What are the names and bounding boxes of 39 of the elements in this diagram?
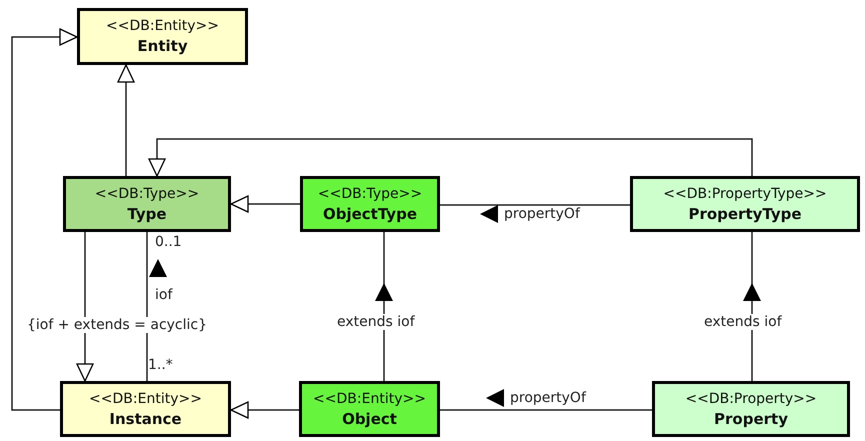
generalization-arrow: [148, 138, 753, 177]
generalization-arrow: [117, 64, 135, 176]
stereotype: <<DB:PropertyType>>: [663, 184, 827, 204]
class-name: Object: [342, 408, 397, 428]
association-arrow: [743, 232, 761, 381]
generalization-arrow: [76, 232, 94, 382]
stereotype: <<DB:Property>>: [685, 390, 817, 408]
stereotype: <<DB:Type>>: [318, 184, 422, 204]
constraint-note: {iof + extends = acyclic}: [26, 317, 208, 333]
multiplicity-label: 1..*: [148, 357, 173, 373]
generalization-arrow: [11, 28, 78, 411]
association-line: [146, 232, 148, 381]
class-box: [299, 381, 440, 437]
edge-label: propertyOf: [503, 206, 581, 222]
class-box: [652, 381, 850, 437]
stereotype: <<DB:Entity>>: [106, 17, 219, 36]
multiplicity-label: 0..1: [155, 234, 182, 250]
association-arrow: [375, 232, 393, 381]
generalization-arrow: [230, 195, 300, 213]
association-line: [440, 204, 630, 206]
class-box: [63, 176, 231, 232]
edge-label: extends iof: [336, 314, 416, 330]
class-name: Property: [714, 408, 788, 428]
class-box: [300, 176, 440, 232]
class-name: Type: [127, 204, 167, 224]
generalization-arrow: [230, 401, 299, 419]
class-name: Instance: [109, 408, 182, 428]
stereotype: <<DB:Entity>>: [313, 390, 426, 408]
edge-label: extends iof: [703, 314, 783, 330]
class-name: Entity: [137, 36, 188, 56]
class-box: [77, 8, 248, 65]
stereotype: <<DB:Type>>: [94, 184, 200, 204]
class-name: PropertyType: [688, 204, 802, 224]
stereotype: <<DB:Entity>>: [89, 390, 202, 408]
class-box: [60, 381, 231, 437]
edge-label: propertyOf: [509, 390, 587, 406]
class-name: ObjectType: [322, 204, 417, 224]
association-line: [440, 409, 652, 411]
class-box: [630, 176, 860, 232]
